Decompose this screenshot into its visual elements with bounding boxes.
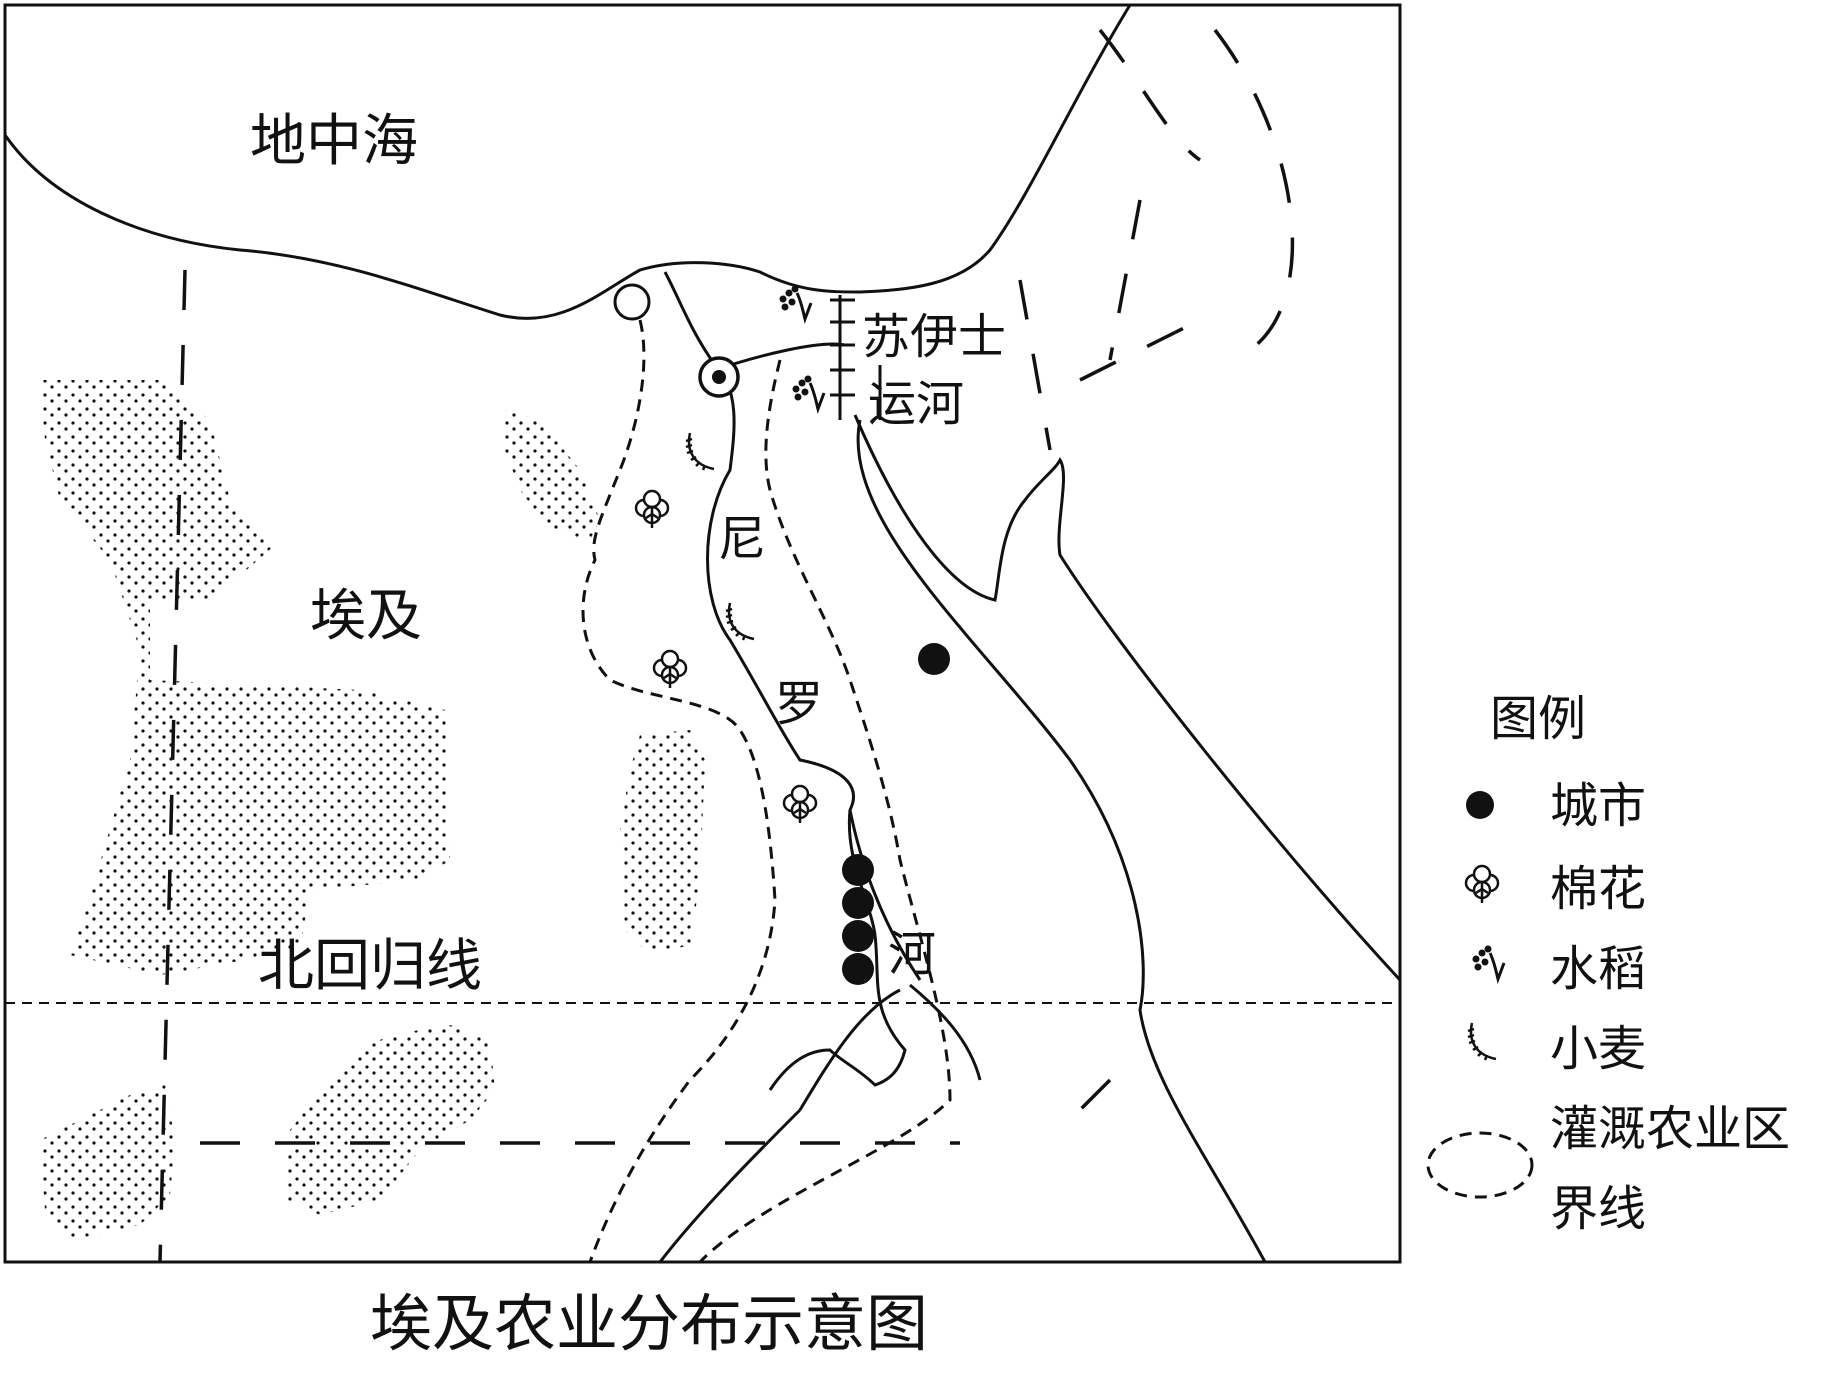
desert-areas: [40, 380, 705, 1240]
legend-item-irrigation-line2: 界线: [1550, 1181, 1646, 1237]
dashed-ellipse-icon: [1426, 1131, 1534, 1199]
irrigation-boundary-east: [698, 359, 952, 1264]
rice-icon: [791, 374, 826, 411]
legend: 图例 城市 棉花 水稻 小麦 灌溉农业区 界线: [1426, 691, 1790, 1237]
river-label-1: 尼: [718, 511, 766, 567]
legend-item-city: 城市: [1550, 778, 1646, 834]
map-frame: [3, 3, 1402, 1264]
country-label: 埃及: [310, 584, 422, 649]
map-caption: 埃及农业分布示意图: [370, 1287, 928, 1360]
cotton-icon: [634, 489, 670, 530]
canal-label-line1: 苏伊士: [862, 309, 1006, 365]
city-alexandria: [613, 283, 651, 321]
sea-label: 地中海: [250, 109, 418, 174]
coastline: [3, 4, 1132, 320]
capital-cairo-dot: [712, 370, 726, 384]
wheat-icon: [724, 601, 756, 642]
river-label-3: 河: [888, 926, 936, 982]
irrigation-boundary-west: [581, 319, 777, 1263]
city-dot-icon: [842, 920, 874, 952]
wheat-icon: [684, 431, 716, 472]
wheat-icon: [1466, 1021, 1498, 1062]
cotton-icon: [652, 649, 688, 690]
legend-item-wheat: 小麦: [1550, 1021, 1646, 1077]
city-dot-icon: [918, 643, 950, 675]
legend-item-irrigation: 灌溉农业区: [1550, 1101, 1790, 1157]
rice-icon: [1471, 944, 1506, 981]
river-label-2: 罗: [775, 676, 823, 732]
legend-item-rice: 水稻: [1550, 941, 1646, 997]
rice-icon: [778, 284, 813, 321]
cotton-icon: [782, 784, 818, 825]
legend-item-cotton: 棉花: [1550, 861, 1646, 917]
legend-title: 图例: [1490, 691, 1586, 747]
city-dot-icon: [842, 953, 874, 985]
canal-label-line2: 运河: [868, 376, 964, 432]
nile-east-bank: [856, 419, 1267, 1263]
tropic-label: 北回归线: [258, 934, 482, 999]
border-lines: [158, 28, 1295, 1263]
red-sea-coast: [853, 414, 1402, 982]
city-dot-icon: [842, 854, 874, 886]
canal-ticks: [830, 298, 855, 397]
city-dot-icon: [842, 887, 874, 919]
city-dot-icon: [1466, 791, 1494, 819]
cotton-icon: [1464, 864, 1500, 905]
